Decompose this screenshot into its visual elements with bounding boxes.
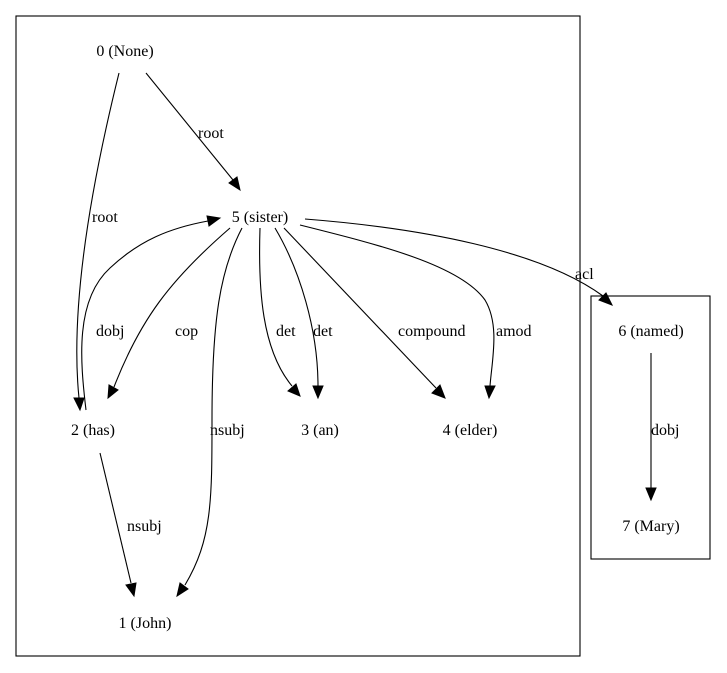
edge-sister-to-elder-a: compound xyxy=(283,227,466,399)
edge-sister-to-named: acl xyxy=(304,218,614,306)
edge-label-cop: cop xyxy=(175,323,198,340)
arrowhead xyxy=(73,397,85,412)
edge-label-dobj-1: dobj xyxy=(96,323,124,340)
edge-label-dobj-2: dobj xyxy=(651,422,679,439)
node-sister: 5 (sister) xyxy=(232,209,288,226)
arrowhead xyxy=(125,582,137,598)
edge-label-compound: compound xyxy=(398,323,466,340)
arrowhead xyxy=(176,582,189,598)
edge-has-to-sister: dobj xyxy=(81,215,222,411)
edge-label-amod: amod xyxy=(496,323,532,340)
edge-label-root-1: root xyxy=(198,125,224,142)
edge-sister-to-an-a: det xyxy=(259,227,301,397)
edge-none-to-has: root xyxy=(73,72,120,412)
node-has: 2 (has) xyxy=(71,422,115,439)
node-none: 0 (None) xyxy=(96,43,153,60)
edge-named-to-mary: dobj xyxy=(645,353,679,502)
arrowhead xyxy=(484,385,496,400)
node-mary: 7 (Mary) xyxy=(622,518,679,535)
arrowhead xyxy=(312,385,324,400)
arrowhead xyxy=(228,176,241,192)
edge-label-nsubj-1: nsubj xyxy=(210,422,245,439)
node-john: 1 (John) xyxy=(119,615,172,632)
edge-sister-to-elder-b: amod xyxy=(299,224,532,400)
edge-label-acl: acl xyxy=(575,266,594,283)
arrowhead xyxy=(107,384,119,400)
arrowhead xyxy=(206,215,222,227)
main-cluster-box xyxy=(15,15,581,657)
arrowhead xyxy=(287,383,301,397)
edge-label-det-2: det xyxy=(313,323,333,340)
node-named: 6 (named) xyxy=(618,323,683,340)
edge-label-root-2: root xyxy=(92,209,118,226)
arrowhead xyxy=(645,487,657,502)
edge-sister-to-john: nsubj xyxy=(176,227,245,598)
node-elder: 4 (elder) xyxy=(443,422,498,439)
edge-label-nsubj-2: nsubj xyxy=(127,518,162,535)
edge-none-to-sister: root xyxy=(145,72,241,192)
edge-label-det-1: det xyxy=(276,323,296,340)
node-an: 3 (an) xyxy=(301,422,339,439)
edge-has-to-john: nsubj xyxy=(99,452,162,598)
edge-sister-to-an-b: det xyxy=(274,227,333,400)
arrowhead xyxy=(598,292,614,306)
secondary-cluster-box xyxy=(590,295,711,560)
edge-sister-to-has: cop xyxy=(107,227,231,400)
arrowhead xyxy=(431,384,446,399)
